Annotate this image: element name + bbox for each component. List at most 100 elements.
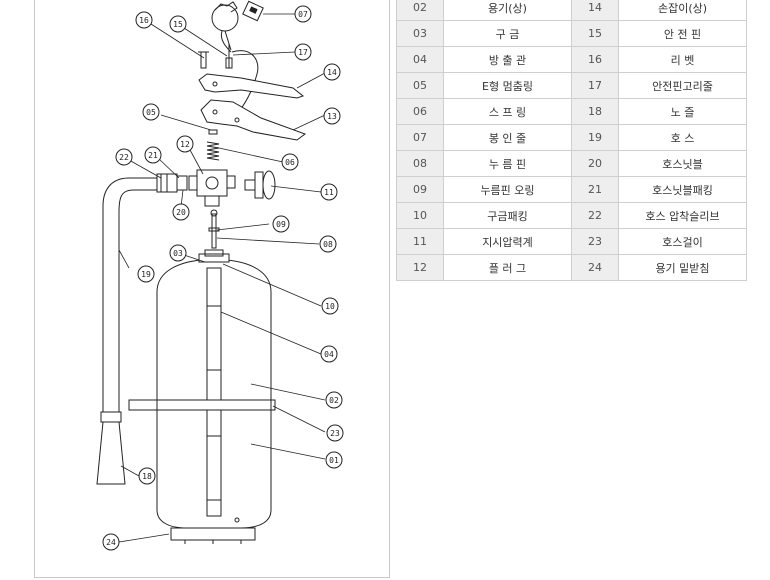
part-name-cell: E형 멈춤링 [443,72,572,99]
part-name-cell: 리 벳 [618,46,747,73]
part-number-cell: 05 [396,72,444,99]
callout-number: 04 [324,350,334,359]
push-pin-part [208,209,220,249]
pressure-gauge-part [244,170,276,200]
part-name-cell: 용기(상) [443,0,572,21]
callout-number: 12 [180,140,190,149]
part-name-cell: 스 프 링 [443,98,572,125]
callout-12: 12 [176,135,194,153]
part-number-cell: 20 [571,150,619,177]
callout-number: 10 [325,302,335,311]
lower-handle-part [200,99,307,141]
callout-number: 01 [329,456,339,465]
callout-number: 24 [106,538,116,547]
safety-pin-part [198,44,233,69]
part-number-cell: 03 [396,20,444,47]
part-name-cell: 호스닛블패킹 [618,176,747,203]
part-name-cell: 방 출 관 [443,46,572,73]
part-name-cell: 손잡이(상) [618,0,747,21]
part-number-cell: 22 [571,202,619,229]
callout-06: 06 [281,153,299,171]
part-name-cell: 안 전 핀 [618,20,747,47]
upper-handle-part [198,73,305,99]
part-number-cell: 16 [571,46,619,73]
callout-number: 13 [327,112,337,121]
callout-13: 13 [323,107,341,125]
part-number-cell: 14 [571,0,619,21]
callout-02: 02 [325,391,343,409]
part-name-cell: 호 스 [618,124,747,151]
e-ring-part [208,129,218,135]
leader-lines [118,13,326,543]
part-name-cell: 봉 인 줄 [443,124,572,151]
part-number-cell: 04 [396,46,444,73]
part-number-cell: 23 [571,228,619,255]
callout-number: 02 [329,396,339,405]
callout-number: 22 [119,153,129,162]
callout-14: 14 [323,63,341,81]
part-name-cell: 용기 밑받침 [618,254,747,281]
callout-number: 14 [327,68,337,77]
cylinder-base-part [170,527,256,544]
part-name-cell: 호스걸이 [618,228,747,255]
part-name-cell: 호스 압착슬리브 [618,202,747,229]
fire-extinguisher-diagram: 16 15 07 17 14 05 13 12 06 22 21 20 11 09 08 03 19 10 04 02… [96,0,344,551]
callout-number: 08 [323,240,333,249]
part-number-cell: 07 [396,124,444,151]
callout-number: 07 [298,10,308,19]
callout-number: 19 [141,270,151,279]
part-name-cell: 누 름 핀 [443,150,572,177]
callout-24: 24 [102,533,120,551]
part-number-cell: 15 [571,20,619,47]
part-number-cell: 19 [571,124,619,151]
callout-15: 15 [169,15,187,33]
part-number-cell: 08 [396,150,444,177]
callout-number: 17 [298,48,308,57]
callout-number: 21 [148,151,158,160]
part-number-cell: 17 [571,72,619,99]
spring-part [206,141,220,161]
callout-number: 03 [173,249,183,258]
callout-number: 15 [173,20,183,29]
part-name-cell: 노 즐 [618,98,747,125]
callout-08: 08 [319,235,337,253]
callout-09: 09 [272,215,290,233]
callout-04: 04 [320,345,338,363]
part-number-cell: 12 [396,254,444,281]
callout-number: 11 [324,188,334,197]
callout-03: 03 [169,244,187,262]
callout-19: 19 [137,265,155,283]
callout-number: 16 [139,16,149,25]
callout-number: 09 [276,220,286,229]
part-name-cell: 지시압력계 [443,228,572,255]
nozzle-part [96,421,126,485]
exploded-diagram-panel: 16 15 07 17 14 05 13 12 06 22 21 20 11 09 08 03 19 10 04 02… [34,0,390,578]
part-number-cell: 24 [571,254,619,281]
callout-23: 23 [326,424,344,442]
cylinder-body [156,249,272,529]
callout-20: 20 [172,203,190,221]
callout-labels: 16 15 07 17 14 05 13 12 06 22 21 20 11 09 08 03 19 10 04 02… [102,5,344,551]
part-name-cell: 구 금 [443,20,572,47]
callout-11: 11 [320,183,338,201]
callout-number: 23 [330,429,340,438]
part-name-cell: 호스닛블 [618,150,747,177]
part-number-cell: 02 [396,0,444,21]
callout-number: 18 [142,472,152,481]
callout-22: 22 [115,148,133,166]
callout-number: 05 [146,108,156,117]
part-number-cell: 09 [396,176,444,203]
callout-18: 18 [138,467,156,485]
part-name-cell: 구금패킹 [443,202,572,229]
